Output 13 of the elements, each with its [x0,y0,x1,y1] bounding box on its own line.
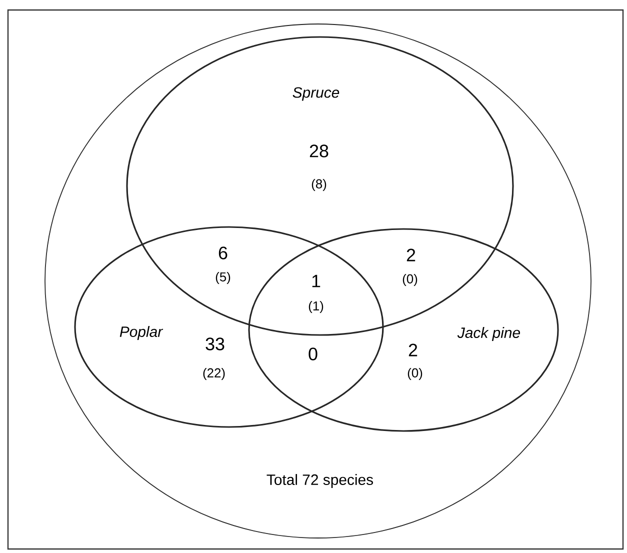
subcount-label: (5) [216,272,230,284]
count-label: 0 [308,348,318,360]
subcount-label: (0) [402,274,418,286]
count-label: 33 [206,338,224,350]
subcount-label: (1) [308,300,324,314]
count-label: 1 [312,274,320,288]
count-label: 2 [408,344,418,356]
subcount-label: (0) [408,368,422,380]
subcount-label: (22) [203,368,225,380]
subcount-label: (8) [312,178,326,192]
count-label: 28 [310,144,328,158]
count-label: 6 [218,246,228,260]
count-label: 2 [406,248,416,262]
